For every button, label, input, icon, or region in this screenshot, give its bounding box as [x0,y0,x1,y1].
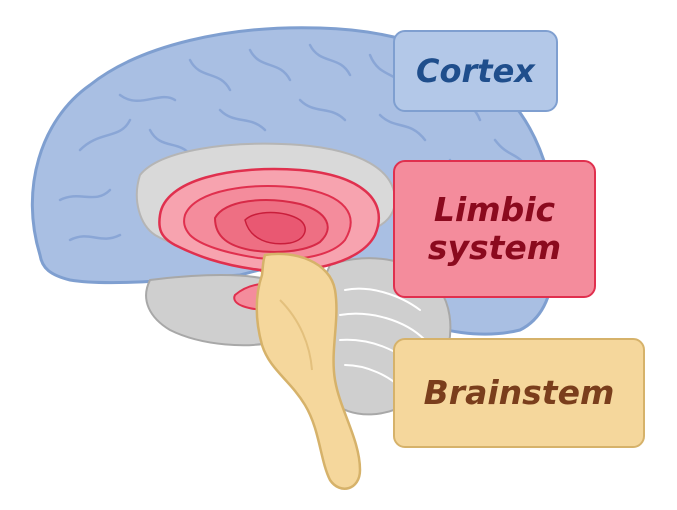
brainstem-label-box: Brainstem [393,338,645,448]
cortex-label-box: Cortex [393,30,558,112]
cortex-label: Cortex [416,51,535,90]
limbic-region [158,167,381,312]
limbic-label-box: Limbic system [393,160,596,298]
brainstem-label: Brainstem [423,373,615,413]
brainstem-region [255,252,362,490]
limbic-label-line2: system [427,228,562,267]
limbic-label-line1: Limbic [433,190,556,230]
brainstem-contour [279,299,313,371]
